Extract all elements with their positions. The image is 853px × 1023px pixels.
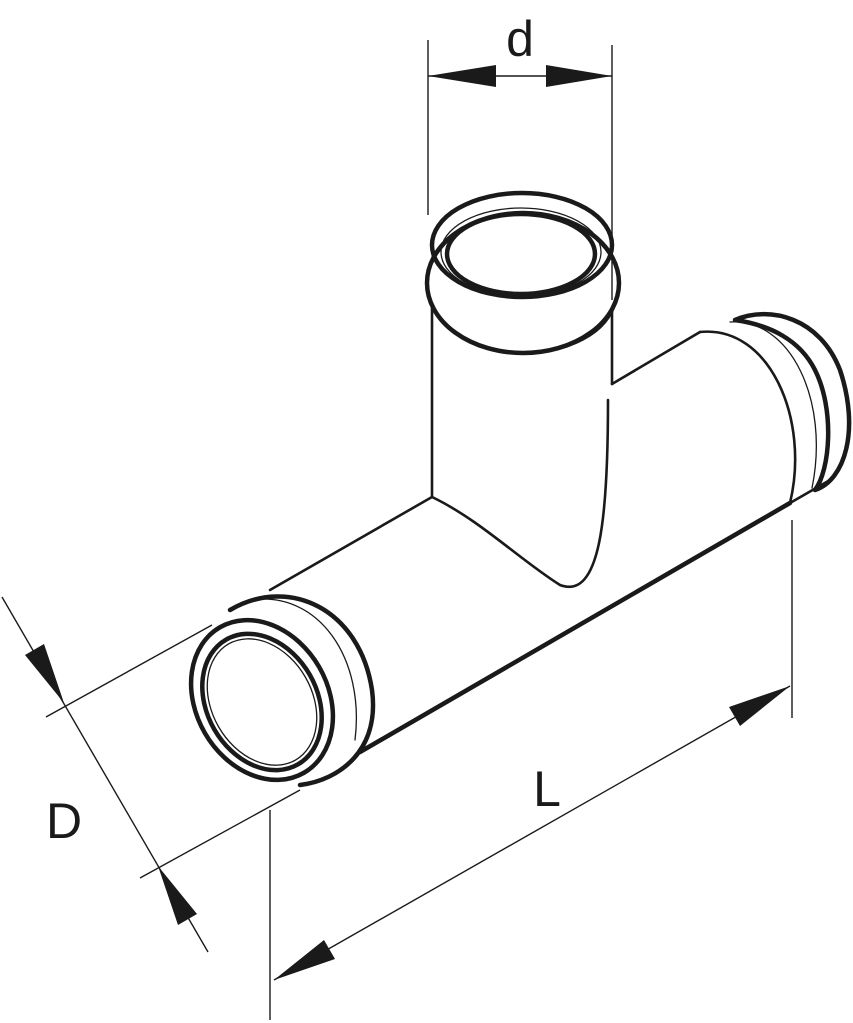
branch-saddle-curve [430,398,610,589]
dim-L-line [273,685,791,981]
dim-D-arrow-bottom [158,866,197,925]
dimension-D: D [1,596,301,953]
branch-pipe [430,298,614,589]
dimension-L: L [269,520,793,1020]
left-socket-barrel [227,594,376,788]
dim-D-extension-bottom [139,789,301,879]
main-pipe-top-edge-right [610,330,702,386]
right-socket [698,311,852,505]
right-socket-inner-seam [698,330,797,505]
dim-L-arrow-right [729,686,790,726]
left-socket-rim [188,617,336,783]
dim-L-arrow-left [274,940,335,980]
top-socket [424,190,622,356]
dim-D-arrow-top [25,644,64,703]
top-socket-collar [428,298,618,354]
left-socket-bore [200,631,324,773]
top-socket-bore [444,211,598,297]
main-pipe-bottom-edge [357,500,793,755]
main-pipe-top-edge-left [268,495,434,592]
dim-d-arrow-left [428,65,496,87]
top-socket-bore-ring [440,207,602,297]
left-socket [188,594,376,788]
dim-D-label: D [46,793,82,849]
dim-D-extension-top [45,624,213,718]
dim-d-label: d [506,11,534,67]
right-socket-bottom-join [788,478,832,505]
main-pipe [268,330,793,755]
dimension-d: d [427,11,613,300]
right-socket-lip [732,311,852,493]
left-socket-bore-ring [206,638,318,766]
dim-L-label: L [533,761,561,817]
dim-d-arrow-right [546,65,612,87]
left-socket-ring-line [249,598,357,741]
